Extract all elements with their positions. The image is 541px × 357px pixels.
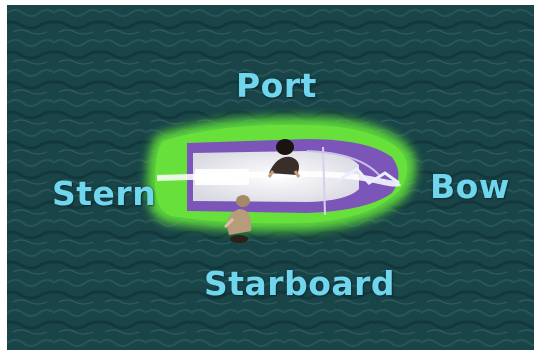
bow-label: Bow — [430, 170, 510, 203]
starboard-label: Starboard — [204, 267, 395, 300]
stern-label: Stern — [52, 177, 156, 210]
port-label: Port — [236, 69, 317, 102]
boat-diagram-image: Port Stern Bow Starboard — [7, 5, 534, 350]
